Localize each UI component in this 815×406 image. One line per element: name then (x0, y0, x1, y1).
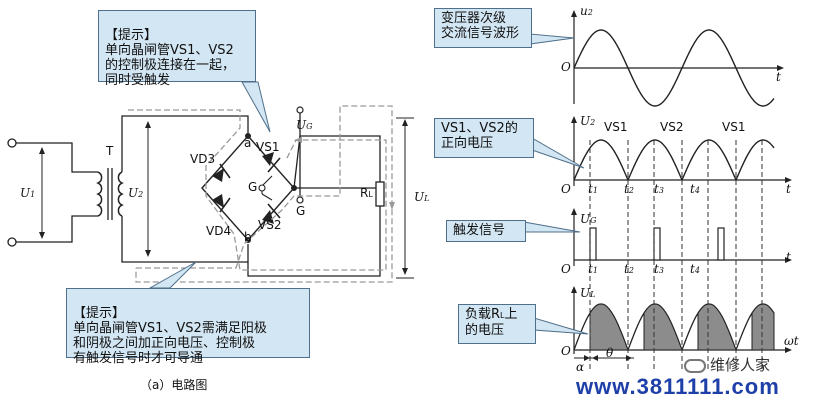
vs1-thyristor-symbol (262, 152, 274, 166)
tick-t4: t4 (690, 182, 700, 196)
label-vd3: VD3 (190, 152, 216, 166)
x-label-t: t (776, 70, 781, 84)
tick-t4: t4 (690, 262, 700, 276)
label-node-a: a (244, 136, 252, 150)
trigger-pulse (589, 227, 597, 261)
time-markers (589, 140, 763, 370)
x-label-t: t (786, 250, 791, 264)
vs2-thyristor-symbol (262, 210, 274, 224)
watermark-brand: 维修人家 (684, 354, 770, 375)
label-rl: RL (360, 186, 373, 200)
wave-callout-2: VS1、VS2的 正向电压 (434, 118, 534, 158)
vd3-diode-symbol (212, 168, 224, 182)
trigger-pulse (653, 227, 661, 261)
input-wire-top (16, 142, 98, 173)
label-u1: U1 (20, 186, 36, 200)
label-node-b: b (244, 230, 252, 244)
load-voltage-fills (589, 303, 775, 351)
tip-body: 单向晶闸管VS1、VS2 的控制极连接在一起， 同时受触发 (105, 43, 236, 88)
x-label-t: t (786, 182, 791, 196)
caption-a: （a）电路图 (140, 378, 208, 392)
origin-label: O (561, 262, 571, 276)
load-conduction-fill (643, 303, 683, 351)
wechat-icon (684, 359, 706, 374)
label-vd4: VD4 (206, 224, 232, 238)
tip-body: 单向晶闸管VS1、VS2需满足阳极 和阴极之间加正向电压、控制极 有触发信号时才… (73, 321, 267, 366)
label-gate-1: G (248, 180, 258, 194)
tick-t1: t1 (588, 262, 598, 276)
label-vs1: VS1 (256, 140, 280, 154)
y-label-u2: u2 (580, 4, 593, 18)
ug-terminal-bottom (296, 196, 304, 204)
secondary-coil (117, 171, 124, 217)
y-label-UL: UL (580, 286, 596, 300)
label-ul: UL (414, 190, 430, 204)
origin-label: O (561, 60, 571, 74)
secondary-sine-wave (573, 29, 775, 107)
y-label-UG: UG (580, 212, 597, 226)
input-terminal-top (7, 138, 17, 148)
rectified-wave (573, 139, 775, 182)
label-u2: U2 (128, 186, 144, 200)
label-vs2: VS2 (258, 218, 282, 232)
gate-terminal (258, 184, 266, 192)
y-label-U2: U2 (580, 114, 596, 128)
wave-callout-4: 负载RL上 的电压 (458, 304, 536, 344)
current-path-negative (135, 105, 393, 283)
alpha-label: α (576, 360, 585, 374)
load-conduction-fill (697, 303, 737, 351)
tick-t2: t2 (624, 262, 634, 276)
primary-coil (96, 171, 103, 217)
secondary-wire-top (121, 115, 249, 172)
tick-t2: t2 (624, 182, 634, 196)
trigger-pulse (717, 227, 725, 261)
tip-callout-bottom: 【提示】单向晶闸管VS1、VS2需满足阳极 和阴极之间加正向电压、控制极 有触发… (66, 288, 310, 366)
origin-label: O (561, 344, 571, 358)
vs-label: VS1 (604, 120, 628, 134)
theta-label: θ (606, 346, 614, 360)
vs-label: VS2 (660, 120, 684, 134)
tip-callout-top: 【提示】单向晶闸管VS1、VS2 的控制极连接在一起， 同时受触发 (98, 10, 256, 88)
input-terminal-bottom (7, 237, 17, 247)
load-conduction-fill (589, 303, 629, 351)
load-conduction-fill (751, 303, 775, 351)
origin-label: O (561, 182, 571, 196)
input-wire-bottom (16, 215, 98, 243)
wave-callout-1: 变压器次级 交流信号波形 (434, 8, 532, 48)
label-transformer: T (106, 144, 114, 158)
secondary-wire-bottom (121, 216, 249, 263)
tick-t1: t1 (588, 182, 598, 196)
tick-t3: t3 (654, 182, 664, 196)
ug-terminal-top (296, 106, 304, 114)
watermark-url: www.3811111.com (576, 374, 780, 399)
vd4-diode-symbol (212, 194, 224, 208)
label-ug: UG (296, 118, 313, 132)
tip-title: 【提示】 (105, 28, 158, 43)
x-label-omega-t: ωt (784, 334, 799, 348)
wave-callout-3: 触发信号 (446, 220, 526, 242)
tip-title: 【提示】 (73, 306, 126, 321)
vs-label: VS1 (722, 120, 746, 134)
label-gate-2: G (296, 204, 306, 218)
tip2-pointer (148, 261, 197, 289)
tick-t3: t3 (654, 262, 664, 276)
tip1-pointer (241, 81, 271, 133)
trigger-pulses (589, 227, 725, 261)
load-resistor (375, 181, 385, 207)
